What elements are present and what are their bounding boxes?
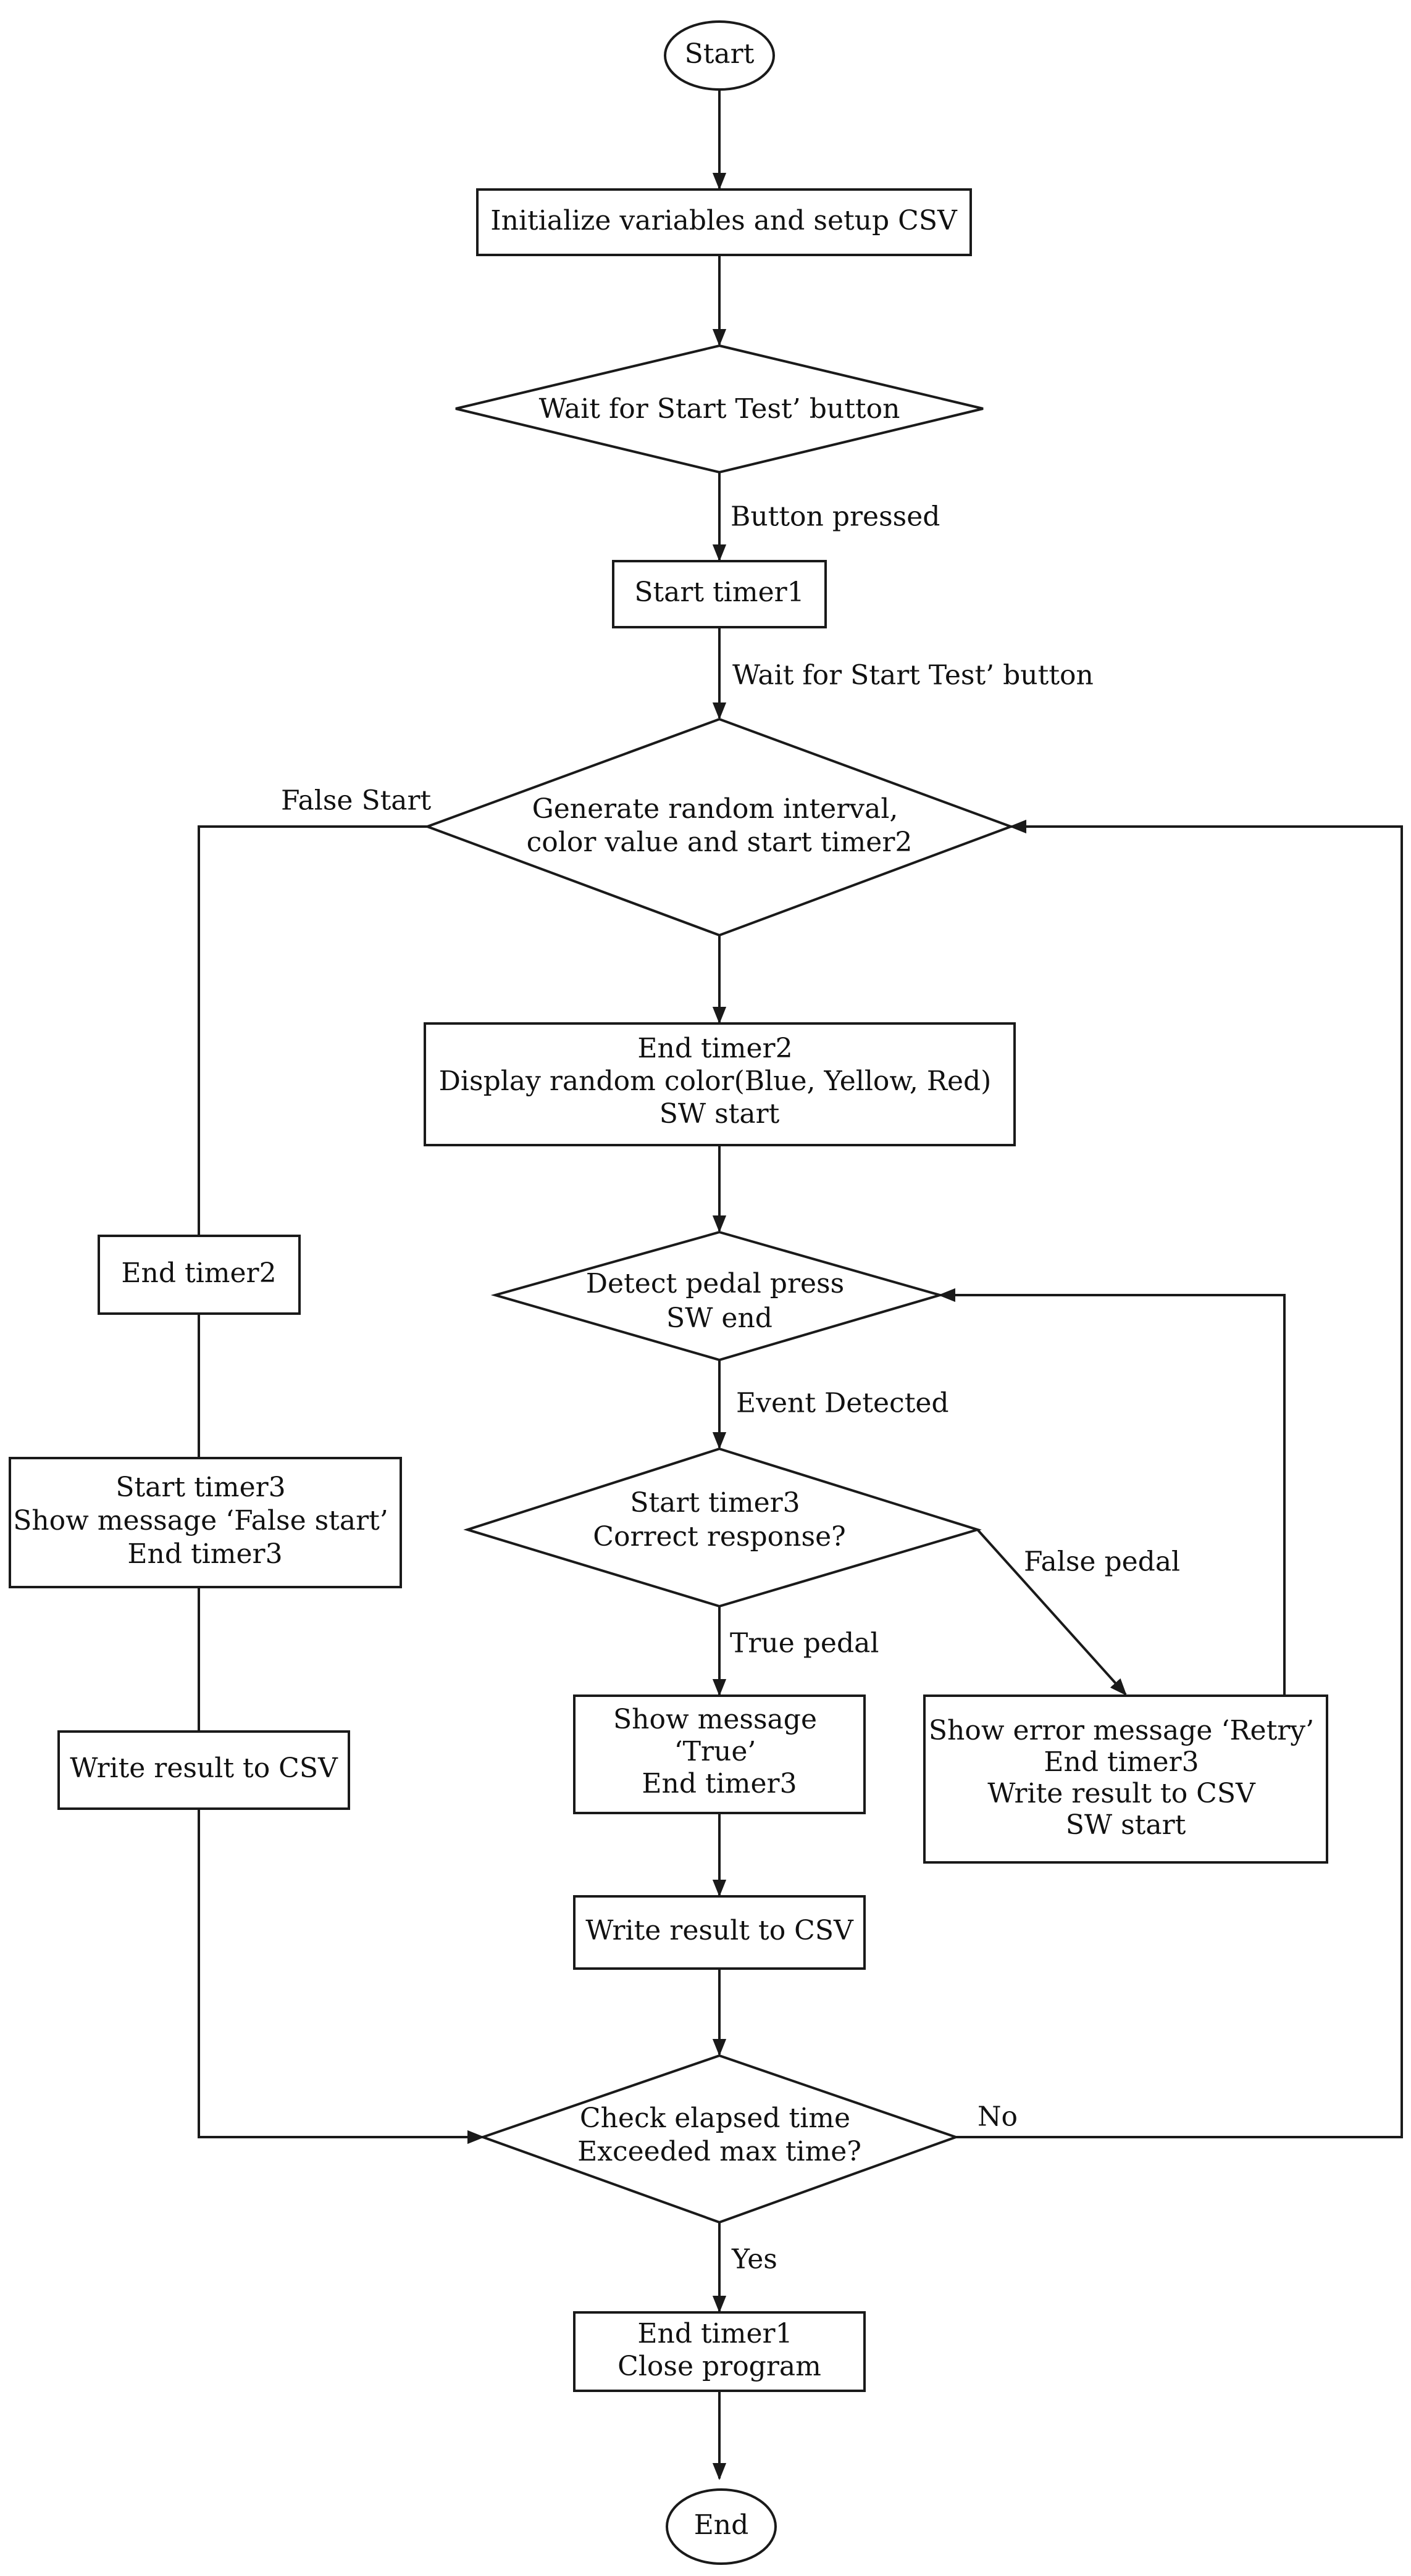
detect-decision [490, 1230, 945, 1362]
node-label: Start timer1 [634, 577, 804, 608]
node-init: Initialize variables and setup CSV [476, 188, 972, 256]
label-no: No [978, 2101, 1018, 2133]
edge-check-to-generate [956, 819, 1403, 2138]
display-box [424, 1022, 1016, 1146]
node-label: Check elapsed time Exceeded max time? [577, 2103, 861, 2167]
node-generate: Generate random interval, color value an… [424, 717, 1015, 937]
node-start-timer1: Start timer1 [612, 560, 827, 628]
node-label: Write result to CSV [585, 1915, 854, 1946]
label-true-pedal: True pedal [730, 1628, 879, 1659]
edge-labels: Button pressed Wait for Start Test’ butt… [281, 501, 1180, 2275]
node-label: End [694, 2509, 749, 2541]
node-label: Show message ‘True’ End timer3 [613, 1704, 826, 1799]
end-timer1-box [573, 2311, 866, 2392]
node-detect-pedal: Detect pedal press SW end [490, 1230, 945, 1362]
edge-generate-false-start [198, 825, 427, 1236]
true-box [573, 1694, 866, 1814]
edge-retry-to-detect [938, 1288, 1286, 1694]
node-label: Start [685, 38, 755, 70]
node-show-retry: Show error message ‘Retry’ End timer3 Wr… [923, 1694, 1328, 1864]
node-end-timer2-display: End timer2 Display random color(Blue, Ye… [424, 1022, 1016, 1146]
node-label: Generate random interval, color value an… [527, 793, 913, 858]
end-terminal [666, 2488, 777, 2565]
wait-decision [455, 344, 984, 474]
node-label: Detect pedal press SW end [586, 1268, 853, 1334]
node-end: End [666, 2488, 777, 2565]
edge-correct-to-retry [976, 1528, 1127, 1696]
node-end-timer2-left: End timer2 [98, 1235, 301, 1315]
timer1-box [612, 560, 827, 628]
node-label: End timer1 Close program [618, 2318, 821, 2382]
node-label: Initialize variables and setup CSV [490, 205, 958, 236]
node-false-start-msg: Start timer3 Show message ‘False start’ … [9, 1457, 402, 1588]
node-start: Start [664, 20, 775, 91]
node-label: Start timer3 Show message ‘False start’ … [13, 1472, 397, 1570]
label-false-start: False Start [281, 785, 432, 817]
edge-leftcsv-to-check [198, 1809, 485, 2145]
correct-decision [463, 1447, 982, 1608]
csv-left-box [57, 1730, 350, 1810]
init-box [476, 188, 972, 256]
node-label: Write result to CSV [70, 1753, 338, 1784]
node-label: Wait for Start Test’ button [539, 393, 900, 425]
retry-box [923, 1694, 1328, 1864]
start-terminal [664, 20, 775, 91]
node-wait-button: Wait for Start Test’ button [455, 344, 984, 474]
node-write-csv-center: Write result to CSV [573, 1895, 866, 1970]
node-check-elapsed: Check elapsed time Exceeded max time? [479, 2054, 960, 2224]
label-wait-start-test: Wait for Start Test’ button [732, 660, 1094, 691]
node-label: Start timer3 Correct response? [593, 1487, 845, 1553]
label-button-pressed: Button pressed [731, 501, 940, 533]
connectors [198, 90, 1403, 2480]
node-label: Show error message ‘Retry’ End timer3 Wr… [929, 1715, 1323, 1841]
node-end-timer1: End timer1 Close program [573, 2311, 866, 2392]
node-write-csv-left: Write result to CSV [57, 1730, 350, 1810]
node-label: End timer2 Display random color(Blue, Ye… [439, 1033, 1000, 1130]
label-event-detected: Event Detected [736, 1388, 949, 1419]
check-decision [479, 2054, 960, 2224]
end-timer2-box [98, 1235, 301, 1315]
node-label: End timer2 [121, 1257, 276, 1289]
label-yes: Yes [731, 2244, 777, 2275]
node-show-true: Show message ‘True’ End timer3 [573, 1694, 866, 1814]
false-start-box [9, 1457, 402, 1588]
label-false-pedal: False pedal [1024, 1546, 1180, 1578]
generate-decision [424, 717, 1015, 937]
csv-center-box [573, 1895, 866, 1970]
node-correct-response: Start timer3 Correct response? [463, 1447, 982, 1608]
